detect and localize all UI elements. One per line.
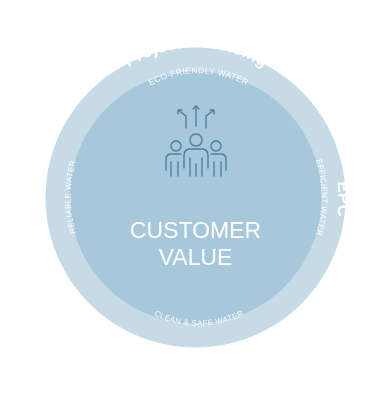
segment-right-title: EPC [333,180,353,217]
center-title-line2: VALUE [159,244,233,270]
center-disc [69,71,322,324]
center-title-line1: CUSTOMER [130,217,261,243]
people-growth-icon [165,105,227,177]
segment-left-title: Materials [29,159,52,238]
